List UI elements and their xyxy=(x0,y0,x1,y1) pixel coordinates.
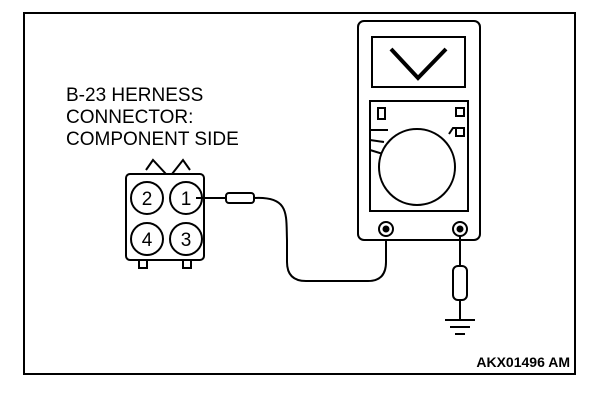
voltmeter-icon xyxy=(357,20,481,241)
probe-handle xyxy=(225,192,255,204)
connector-label: B-23 HERNESS CONNECTOR: COMPONENT SIDE xyxy=(66,85,239,150)
meter-selector-dial xyxy=(378,128,456,206)
pin-number-4: 4 xyxy=(142,230,153,251)
meter-jack-right-hole xyxy=(456,225,464,233)
pin-4 xyxy=(130,222,164,256)
pin-numbers: 2 1 4 3 xyxy=(142,189,192,251)
meter-indicator-icon xyxy=(377,107,386,120)
ground-lead xyxy=(452,236,468,320)
ground-icon xyxy=(445,319,475,335)
connector-lock-tab-right xyxy=(171,158,191,175)
meter-button-bottom xyxy=(455,127,465,137)
pin-number-3: 3 xyxy=(181,230,192,251)
pin-2 xyxy=(130,181,164,215)
meter-jack-left-hole xyxy=(382,225,390,233)
connector xyxy=(125,158,205,269)
ground-probe-handle xyxy=(452,265,468,301)
volt-symbol-icon xyxy=(389,47,448,81)
connector-label-line3: COMPONENT SIDE xyxy=(66,129,239,150)
pin-3 xyxy=(169,222,203,256)
pin-number-1: 1 xyxy=(181,189,192,210)
diagram-frame xyxy=(23,12,576,375)
reference-code: AKX01496 AM xyxy=(476,354,570,370)
pin-number-2: 2 xyxy=(142,189,153,210)
connector-foot-right xyxy=(182,259,192,269)
connector-lock-tab-left xyxy=(145,158,167,175)
meter-button-top xyxy=(455,107,465,117)
connector-label-line1: B-23 HERNESS xyxy=(66,85,203,106)
connector-label-line2: CONNECTOR: xyxy=(66,107,193,128)
connector-foot-left xyxy=(138,259,148,269)
test-lead xyxy=(253,196,387,282)
